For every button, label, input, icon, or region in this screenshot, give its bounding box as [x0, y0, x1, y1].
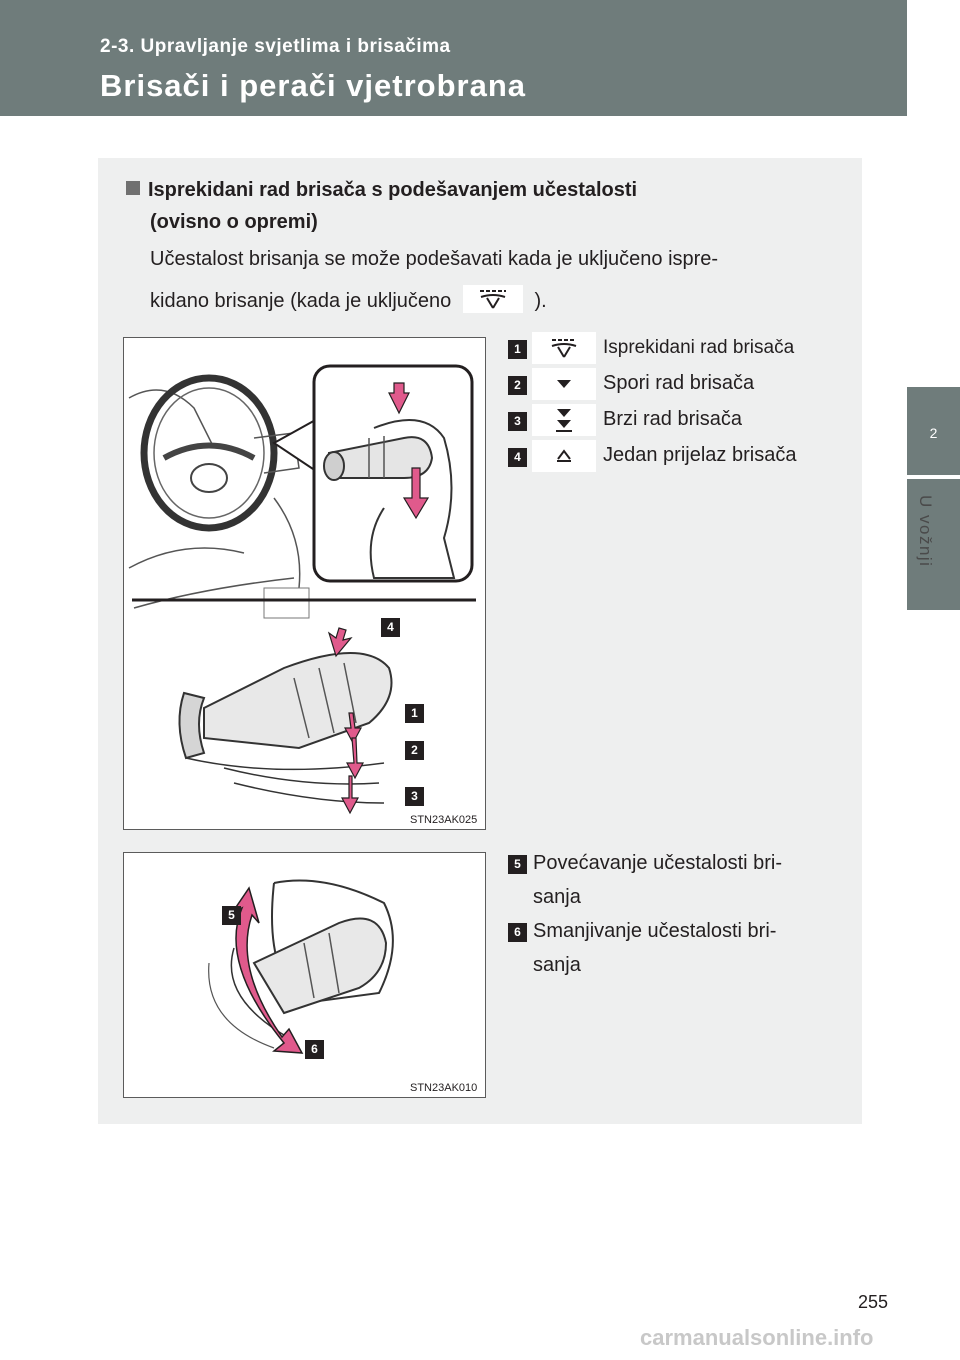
- subsection-heading: Isprekidani rad brisača s podešavanjem u…: [126, 174, 637, 238]
- legend-text: Isprekidani rad brisača: [603, 337, 795, 358]
- frequency-text-line1: Povećavanje učestalosti bri-: [533, 852, 783, 874]
- section-title: 2-3. Upravljanje svjetlima i brisačima: [100, 36, 451, 57]
- frequency-item: 6 Smanjivanje učestalosti bri- sanja: [508, 914, 838, 982]
- figure-code: STN23AK025: [410, 814, 478, 826]
- frequency-text-line2: sanja: [533, 954, 581, 976]
- paragraph-line2: kidano brisanje (kada je uključeno: [150, 290, 452, 312]
- chevron-up-icon: [532, 440, 596, 472]
- figure-code: STN23AK010: [410, 1082, 478, 1094]
- frequency-number: 5: [508, 855, 527, 874]
- legend-number: 3: [508, 412, 527, 431]
- legend-number: 2: [508, 376, 527, 395]
- frequency-text-line1: Smanjivanje učestalosti bri-: [533, 920, 777, 942]
- frequency-ring-figure: 5 6 STN23AK010: [123, 852, 486, 1098]
- heading-line1: Isprekidani rad brisača s podešavanjem u…: [148, 179, 638, 201]
- chapter-label: U vožnji: [916, 495, 935, 568]
- paragraph-line1: Učestalost brisanja se može podešavati k…: [150, 248, 719, 270]
- wiper-lever-illustration: [128, 364, 476, 815]
- chapter-tab-divider: [907, 475, 960, 479]
- chapter-label-wrap: U vožnji: [916, 495, 960, 567]
- double-chevron-down-icon: [532, 404, 596, 436]
- watermark: carmanualsonline.info: [640, 1325, 874, 1350]
- legend-text: Brzi rad brisača: [603, 408, 742, 430]
- callout-label-3: 3: [405, 787, 424, 806]
- frequency-number: 6: [508, 923, 527, 942]
- legend-text: Spori rad brisača: [603, 372, 755, 394]
- callout-label-4: 4: [381, 618, 400, 637]
- legend-text: Jedan prijelaz brisača: [603, 444, 797, 466]
- callout-label-2: 2: [405, 741, 424, 760]
- wiper-lever-figure: 4 1 2 3 STN23AK025: [123, 337, 486, 830]
- description-paragraph: Učestalost brisanja se može podešavati k…: [150, 238, 840, 322]
- legend-number: 1: [508, 340, 527, 359]
- frequency-text-line2: sanja: [533, 886, 581, 908]
- callout-label-1: 1: [405, 704, 424, 723]
- callout-label-5: 5: [222, 906, 241, 925]
- single-chevron-down-icon: [532, 368, 596, 400]
- page-header: 2-3. Upravljanje svjetlima i brisačima B…: [0, 0, 907, 116]
- paragraph-line2-end: ).: [534, 290, 547, 312]
- legend-number: 4: [508, 448, 527, 467]
- heading-line2: (ovisno o opremi): [150, 211, 318, 233]
- page-number: 255: [858, 1292, 889, 1312]
- intermittent-wiper-icon: [462, 285, 523, 313]
- chapter-number: 2: [929, 425, 938, 441]
- chapter-tab[interactable]: 2: [907, 387, 960, 610]
- callout-label-6: 6: [305, 1040, 324, 1059]
- bullet-square-icon: [126, 181, 140, 195]
- page-title: Brisači i perači vjetrobrana: [100, 68, 527, 103]
- frequency-item: 5 Povećavanje učestalosti bri- sanja: [508, 846, 838, 914]
- intermittent-wiper-icon: [532, 332, 596, 364]
- frequency-ring-illustration: [208, 879, 394, 1054]
